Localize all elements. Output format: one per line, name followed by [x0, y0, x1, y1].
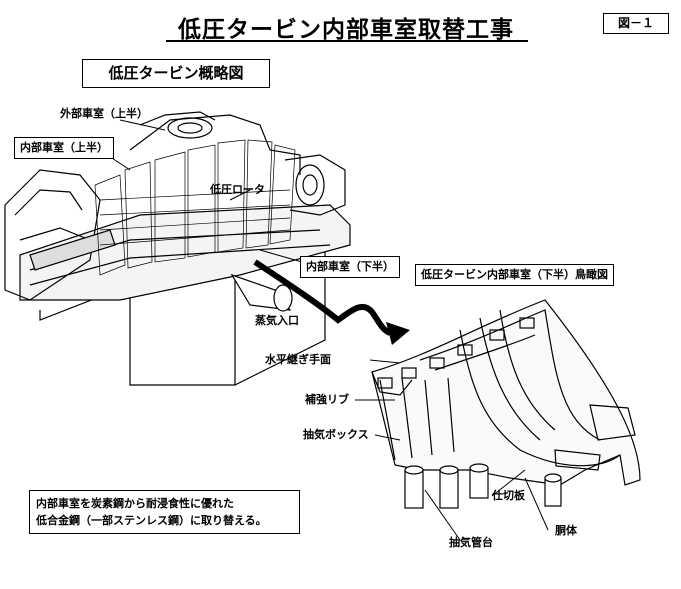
label-horizontal-joint: 水平継ぎ手面 [265, 353, 331, 366]
leader-outer-casing [119, 119, 166, 131]
inner-casing-drawing [371, 299, 641, 509]
label-inner-casing-lower: 内部車室（下半） [300, 256, 400, 278]
label-extraction-box: 抽気ボックス [303, 428, 369, 441]
label-partition-plate: 仕切板 [492, 489, 525, 502]
arrow-icon [253, 259, 410, 345]
label-outer-casing-upper: 外部車室（上半） [60, 107, 148, 120]
label-reinforcing-rib: 補強リブ [305, 393, 349, 406]
note-box: 内部車室を炭素鋼から耐浸食性に優れた 低合金鋼（一部ステンレス鋼）に取り替える。 [29, 490, 300, 534]
rotor-blades [94, 139, 296, 276]
leader-lines [99, 119, 549, 541]
label-lp-rotor: 低圧ロータ [210, 183, 265, 196]
label-inner-casing-upper: 内部車室（上半） [14, 137, 114, 159]
title-underline [166, 40, 528, 42]
leader-lp-rotor [229, 189, 251, 201]
leader-partition-plate [491, 469, 526, 497]
page-title: 低圧タービン内部車室取替工事 [178, 17, 514, 43]
leader-extraction-pipe [424, 489, 461, 541]
leader-extraction-box [374, 434, 401, 441]
leader-horizontal-joint [369, 359, 401, 364]
label-birdseye-title: 低圧タービン内部車室（下半）鳥瞰図 [415, 264, 614, 286]
label-extraction-pipe: 抽気管台 [449, 536, 493, 549]
label-steam-inlet: 蒸気入口 [255, 314, 299, 327]
leader-body [524, 477, 549, 531]
label-body: 胴体 [555, 524, 577, 537]
diagram-subtitle: 低圧タービン概略図 [82, 59, 270, 88]
leader-inner-casing-lower [259, 249, 303, 263]
note-line-2: 低合金鋼（一部ステンレス鋼）に取り替える。 [36, 514, 267, 527]
figure-number: 図－１ [603, 13, 669, 34]
note-line-1: 内部車室を炭素鋼から耐浸食性に優れた [36, 497, 234, 510]
